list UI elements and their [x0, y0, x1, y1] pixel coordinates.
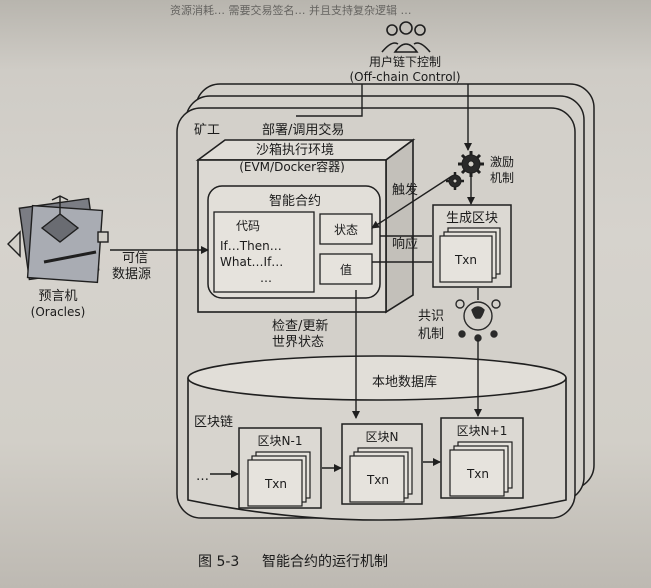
trigger-label: 触发 — [392, 182, 418, 198]
gear-icon — [446, 151, 484, 190]
users-icon — [381, 21, 431, 53]
block-n-label: 区块N — [366, 430, 399, 444]
mechanism-label: 机制 — [490, 171, 514, 185]
connectors — [110, 84, 482, 478]
sandbox-label: 沙箱执行环境 — [256, 142, 334, 158]
txn-stack-generate — [439, 227, 501, 283]
txn-label-n-plus-1: Txn — [466, 467, 489, 481]
consensus-label: 共识 — [418, 309, 444, 324]
code-line-3: … — [260, 271, 272, 285]
world-state-label: 世界状态 — [272, 335, 324, 350]
txn-label-n-minus-1: Txn — [264, 477, 287, 491]
txn-label-generate: Txn — [454, 253, 477, 267]
check-update-label: 检查/更新 — [272, 318, 328, 334]
block-n-minus-1 — [238, 427, 322, 509]
block-n-minus-1-label: 区块N-1 — [258, 434, 303, 448]
block-n — [341, 423, 423, 505]
figure-label: 图 5-3 — [198, 554, 239, 570]
txn-label-n: Txn — [366, 473, 389, 487]
trusted-label: 可信 — [122, 251, 148, 266]
oracle-en-label: (Oracles) — [31, 305, 86, 319]
user-control-en-label: (Off-chain Control) — [349, 70, 460, 84]
data-source-label: 数据源 — [112, 267, 151, 282]
consensus-icon — [455, 299, 501, 342]
chain-ellipsis: … — [196, 469, 209, 484]
block-n-plus-1 — [440, 417, 524, 499]
block-n-plus-1-label: 区块N+1 — [457, 424, 508, 438]
user-control-label: 用户链下控制 — [369, 54, 441, 69]
response-label: 响应 — [392, 236, 418, 252]
background-text: 资源消耗… 需要交易签名… 并且支持复杂逻辑 … — [170, 3, 412, 17]
deploy-call-label: 部署/调用交易 — [262, 122, 344, 138]
code-label: 代码 — [236, 219, 260, 233]
code-line-1: If…Then… — [220, 239, 282, 253]
state-label: 状态 — [334, 223, 358, 237]
figure-caption: 智能合约的运行机制 — [262, 554, 388, 570]
incentive-label: 激励 — [490, 155, 514, 169]
value-label: 值 — [340, 262, 352, 277]
value-box — [319, 253, 373, 285]
sandbox-en-label: (EVM/Docker容器) — [239, 159, 345, 174]
miner-label: 矿工 — [194, 123, 220, 138]
oracle-icon — [7, 195, 109, 284]
local-database-label: 本地数据库 — [372, 374, 437, 390]
code-box — [213, 211, 315, 293]
state-box — [319, 213, 373, 245]
consensus-mech-label: 机制 — [418, 327, 444, 342]
blockchain-label: 区块链 — [194, 415, 233, 430]
code-line-2: What…If… — [220, 255, 283, 269]
generate-block-label: 生成区块 — [446, 211, 498, 226]
oracle-label: 预言机 — [38, 289, 77, 304]
smart-contract-label: 智能合约 — [269, 194, 321, 209]
